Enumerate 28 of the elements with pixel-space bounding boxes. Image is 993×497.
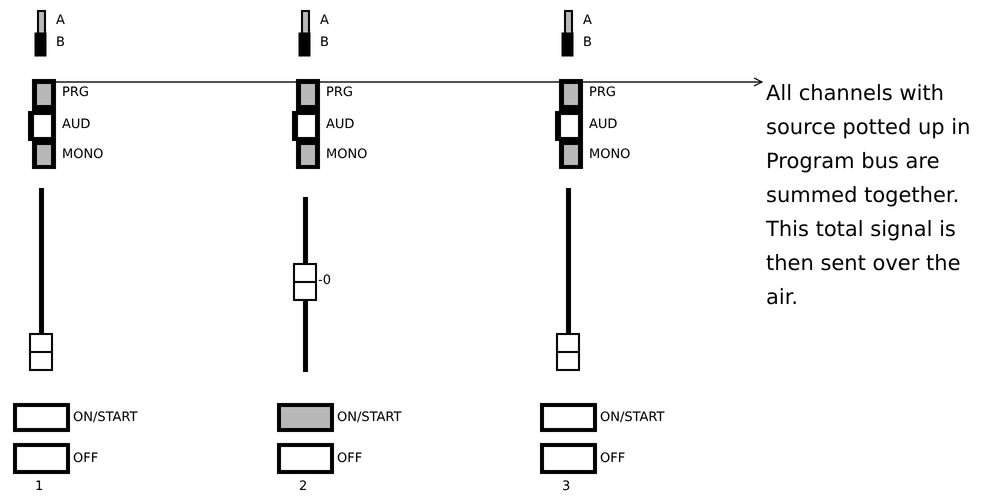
note-text: All channels with source potted up in Program bus are summed together. This total signal is then sent over the air. [766,76,988,314]
bus-button [37,84,51,105]
bus-label: PRG [326,85,353,100]
switch-label: A [56,13,65,28]
button-label: ON/START [600,410,664,425]
switch-label: B [320,35,329,50]
bus-label: MONO [326,147,368,162]
switch-label: A [583,13,592,28]
bus-label: PRG [62,85,89,100]
button-label: OFF [600,451,626,466]
bus-label: AUD [62,117,90,132]
bus-label: AUD [589,117,618,132]
bus-label: AUD [326,117,354,132]
button-label: OFF [73,451,98,466]
channel-number: 1 [35,479,44,494]
bus-label: PRG [589,85,616,100]
bus-label: MONO [62,147,104,162]
arrow [56,77,763,87]
bus-label: MONO [589,147,630,162]
switch-label: B [583,35,592,50]
switch-label: B [56,35,65,50]
fader-value: -0 [318,273,331,288]
button-label: OFF [337,451,362,466]
button-label: ON/START [337,410,402,425]
switch-label: A [320,13,329,28]
button-label: ON/START [73,410,138,425]
channel-number: 3 [562,479,570,494]
channel-number: 2 [299,479,308,494]
